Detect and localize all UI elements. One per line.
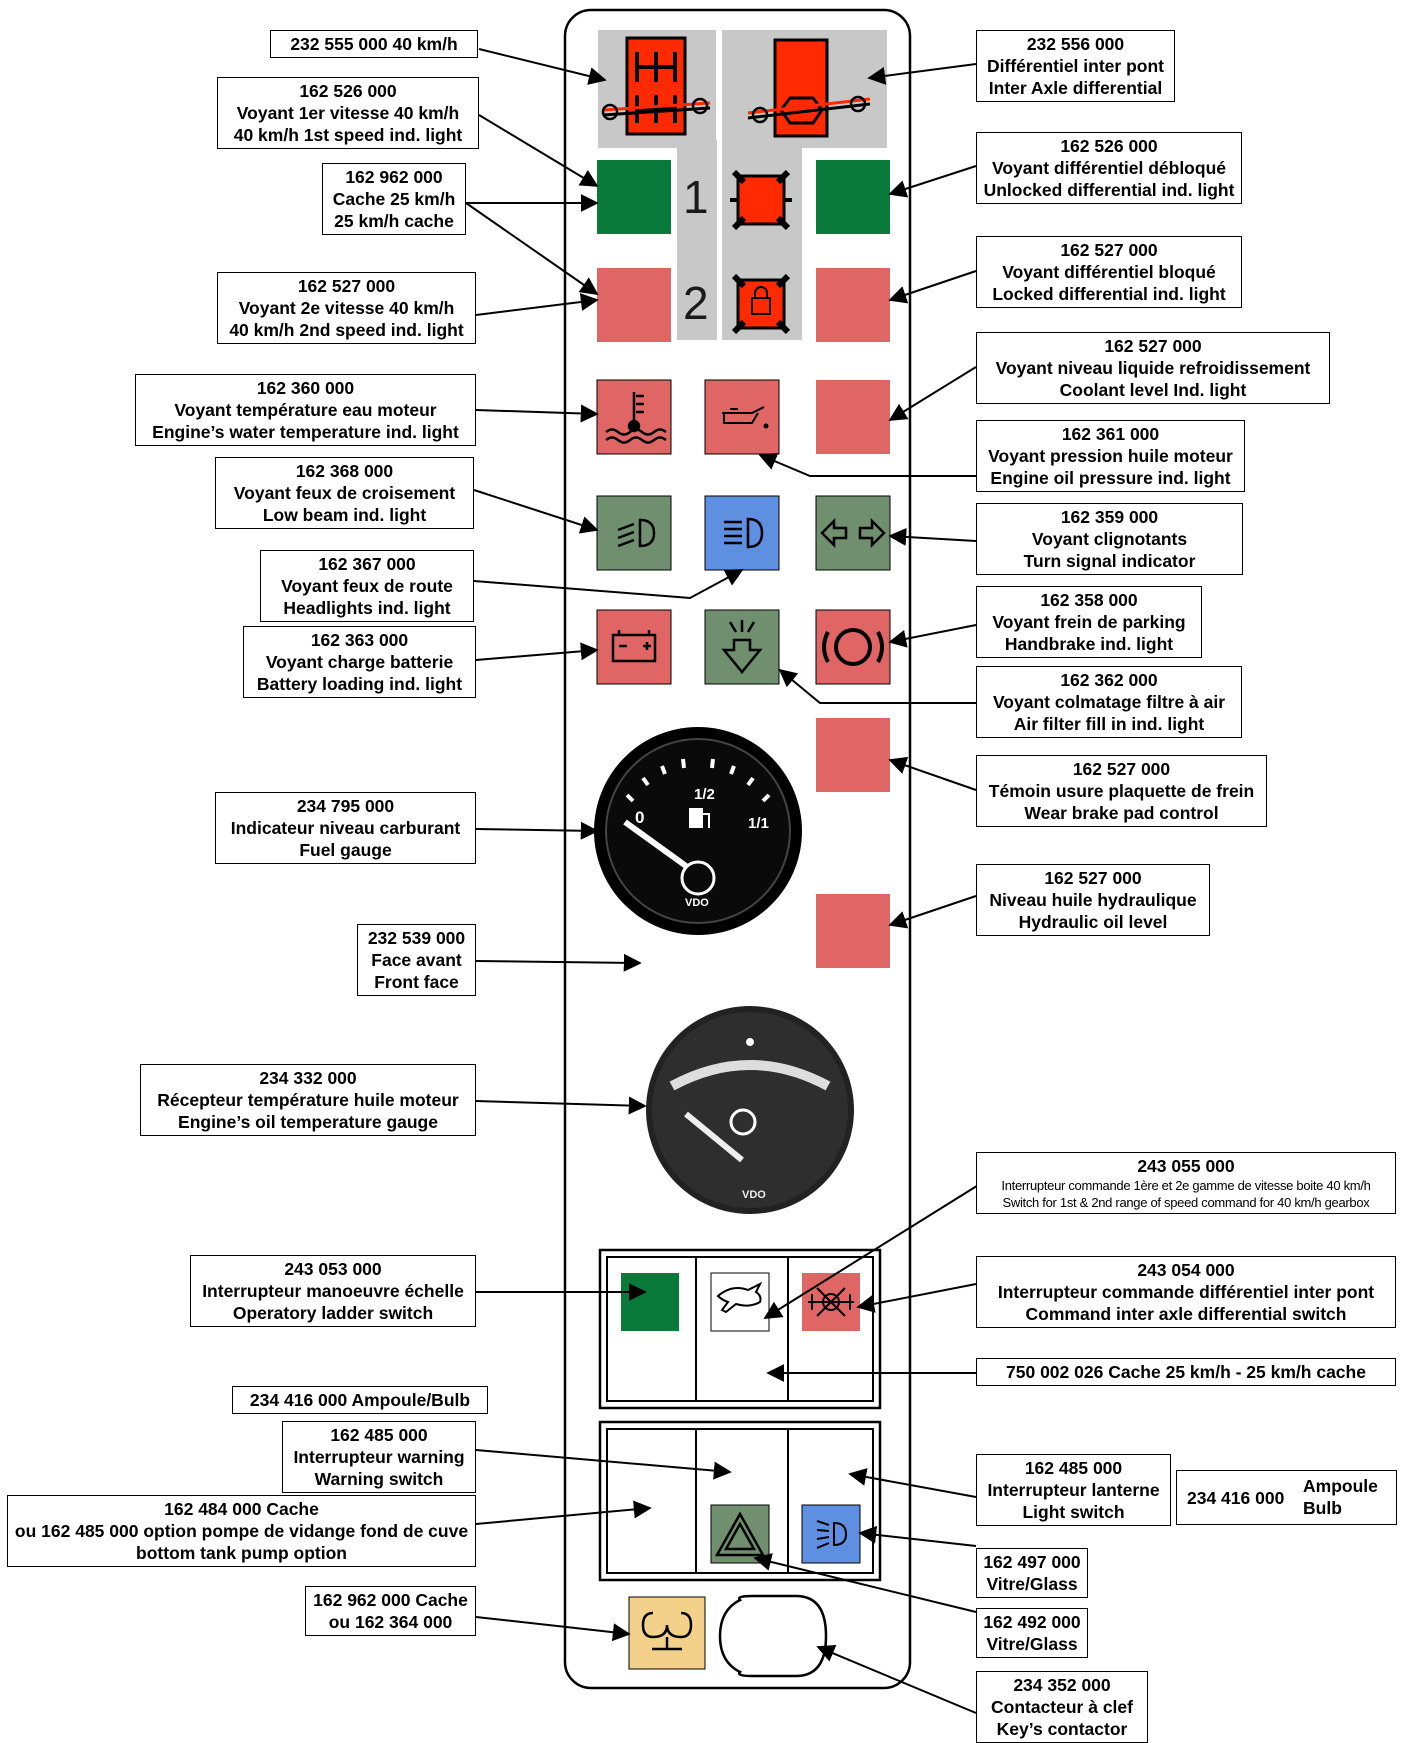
oil-pressure-light [704, 379, 780, 455]
switch-box-upper [598, 1248, 882, 1410]
headlights-light [704, 495, 780, 571]
ladder-switch-lens [621, 1273, 679, 1331]
handbrake-light [815, 609, 891, 685]
water-temp-icon [605, 392, 667, 444]
low-beam-icon [617, 518, 656, 548]
gear-2-number: 2 [683, 277, 709, 329]
fuel-gauge [594, 727, 802, 935]
diff-switch-icon [808, 1287, 854, 1317]
fuel-mark-half: 1/2 [694, 786, 715, 803]
hydraulic-oil-light [816, 894, 890, 968]
diff-locked-icon [731, 273, 791, 335]
light-switch-lens [801, 1504, 861, 1564]
gear-1-number: 1 [683, 171, 709, 223]
label-750002026: 750 002 026 Cache 25 km/h - 25 km/h cach… [976, 1358, 1396, 1386]
key-contactor [718, 1594, 828, 1678]
fuel-mark-empty: 0 [635, 808, 645, 827]
hazard-triangle-icon [714, 1511, 766, 1557]
diff-unlocked-light [816, 160, 890, 234]
diff-locked-light [816, 268, 890, 342]
high-beam-icon [724, 517, 764, 549]
pump-icon [641, 1611, 693, 1651]
oil-temp-gauge: VDO [646, 1006, 854, 1214]
gear-shift-icon [601, 36, 711, 136]
fuel-gauge-brand: VDO [685, 897, 709, 909]
battery-light [596, 609, 672, 685]
first-speed-light [597, 160, 671, 234]
cache-lens [628, 1596, 706, 1670]
fuel-mark-full: 1/1 [748, 815, 769, 832]
svg-text:VDO: VDO [742, 1189, 766, 1201]
second-speed-light [597, 268, 671, 342]
label-234416000-left: 234 416 000 Ampoule/Bulb [232, 1386, 488, 1414]
light-switch-icon [816, 1520, 848, 1549]
turn-arrows-icon [820, 517, 886, 549]
oil-can-icon [722, 406, 769, 429]
air-filter-icon [721, 620, 763, 674]
label-232555000: 232 555 000 40 km/h [270, 30, 478, 58]
diff-unlocked-icon [730, 169, 792, 231]
coolant-level-light [816, 380, 890, 454]
handbrake-icon [822, 628, 884, 666]
turn-signal-light [815, 495, 891, 571]
brake-pad-light [816, 718, 890, 792]
battery-icon [611, 630, 657, 663]
leader-arrows [465, 48, 981, 1714]
rabbit-icon [716, 1281, 763, 1314]
switch-box-lower [598, 1420, 882, 1582]
inter-axle-diff-icon [747, 38, 871, 138]
